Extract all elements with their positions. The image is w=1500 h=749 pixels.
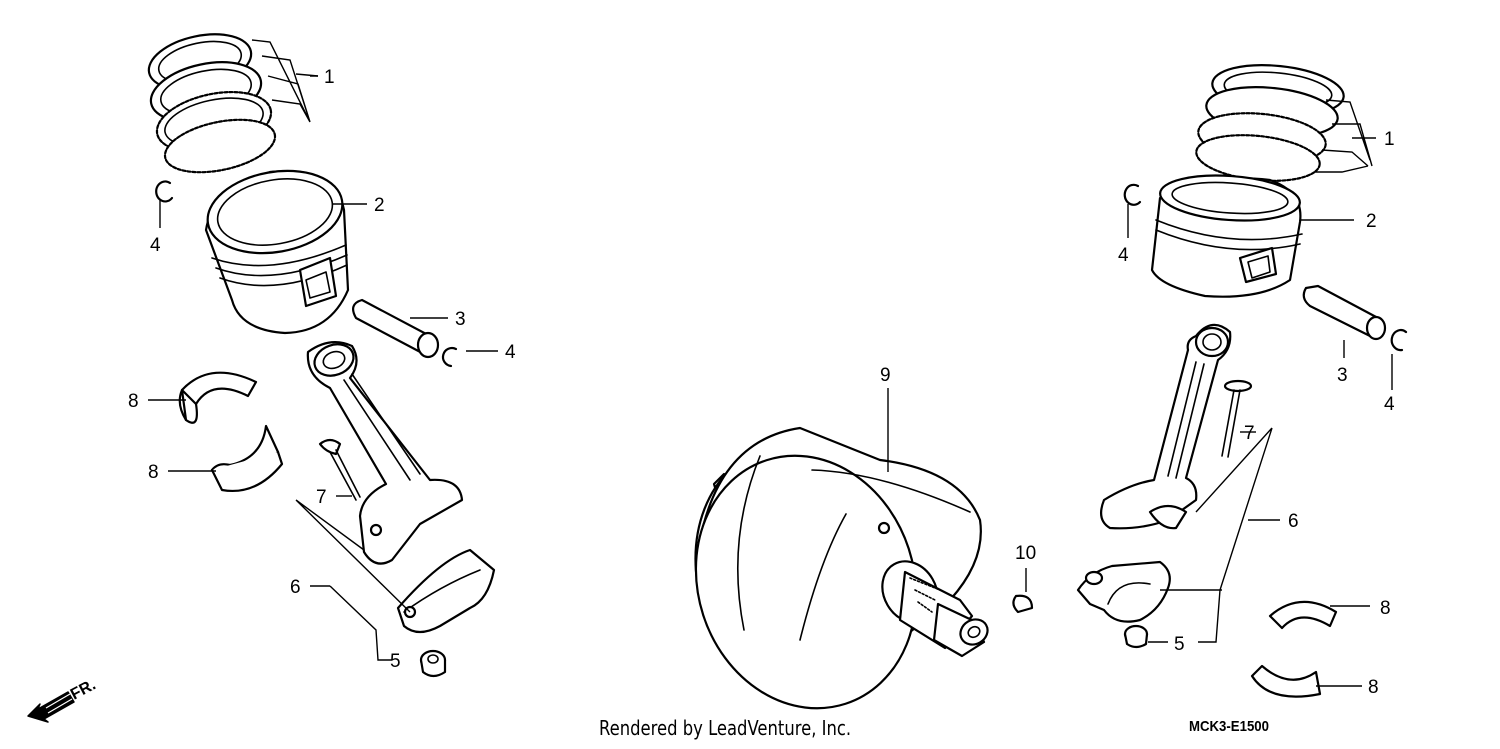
piston-rings-right[interactable] bbox=[1194, 59, 1346, 186]
callout-5-right: 5 bbox=[1174, 634, 1185, 655]
callout-1-right: 1 bbox=[1384, 129, 1395, 150]
callout-5-left: 5 bbox=[390, 651, 401, 672]
callout-3-left: 3 bbox=[455, 309, 466, 330]
woodruff-key[interactable] bbox=[1012, 594, 1034, 614]
nut-right[interactable] bbox=[1123, 624, 1149, 649]
piston-rings-left[interactable] bbox=[144, 26, 280, 181]
nut-left[interactable] bbox=[419, 649, 447, 678]
crankshaft[interactable] bbox=[662, 415, 992, 737]
callout-3-right: 3 bbox=[1337, 365, 1348, 386]
rod-cap-right[interactable] bbox=[1076, 560, 1171, 623]
callout-4-right-upper: 4 bbox=[1118, 245, 1129, 266]
diagram-code: MCK3-E1500 bbox=[1189, 718, 1269, 735]
bearing-right-upper[interactable] bbox=[1268, 600, 1338, 630]
piston-left[interactable] bbox=[201, 161, 350, 335]
bearing-right-lower[interactable] bbox=[1250, 664, 1322, 698]
credit-text: Rendered by LeadVenture, Inc. bbox=[599, 716, 852, 740]
pin-clip-left-lower[interactable] bbox=[441, 346, 458, 368]
callout-8-left-lower: 8 bbox=[148, 462, 159, 483]
rod-cap-left[interactable] bbox=[396, 548, 496, 634]
connecting-rod-right[interactable] bbox=[1099, 323, 1232, 530]
callout-8-right-lower: 8 bbox=[1368, 677, 1379, 698]
callout-7-right: 7 bbox=[1244, 423, 1255, 444]
callout-6-right: 6 bbox=[1288, 511, 1299, 532]
callout-4-left-lower: 4 bbox=[505, 342, 516, 363]
pin-clip-left-upper[interactable] bbox=[155, 180, 174, 203]
callout-4-left-upper: 4 bbox=[150, 235, 161, 256]
callout-9: 9 bbox=[880, 365, 891, 386]
bearing-left-upper[interactable] bbox=[178, 371, 258, 422]
callout-7-left: 7 bbox=[316, 487, 327, 508]
callout-4-right-lower: 4 bbox=[1384, 394, 1395, 415]
piston-pin-right[interactable] bbox=[1302, 284, 1387, 341]
callout-2-right: 2 bbox=[1366, 211, 1377, 232]
callout-8-left-upper: 8 bbox=[128, 391, 139, 412]
pin-clip-right-upper[interactable] bbox=[1123, 183, 1142, 206]
connecting-rod-left[interactable] bbox=[306, 339, 464, 565]
pin-clip-right-lower[interactable] bbox=[1390, 329, 1408, 352]
callout-8-right-upper: 8 bbox=[1380, 598, 1391, 619]
piston-pin-left[interactable] bbox=[351, 298, 440, 359]
bolt-left[interactable] bbox=[318, 438, 361, 501]
callout-6-left: 6 bbox=[290, 577, 301, 598]
callout-10: 10 bbox=[1015, 543, 1036, 564]
front-direction-arrow-icon: FR. bbox=[27, 676, 99, 723]
bolt-right[interactable] bbox=[1221, 379, 1253, 458]
piston-right[interactable] bbox=[1150, 171, 1303, 298]
callout-2-left: 2 bbox=[374, 195, 385, 216]
callout-1-left: 1 bbox=[324, 67, 335, 88]
leader-lines bbox=[148, 39, 1393, 687]
